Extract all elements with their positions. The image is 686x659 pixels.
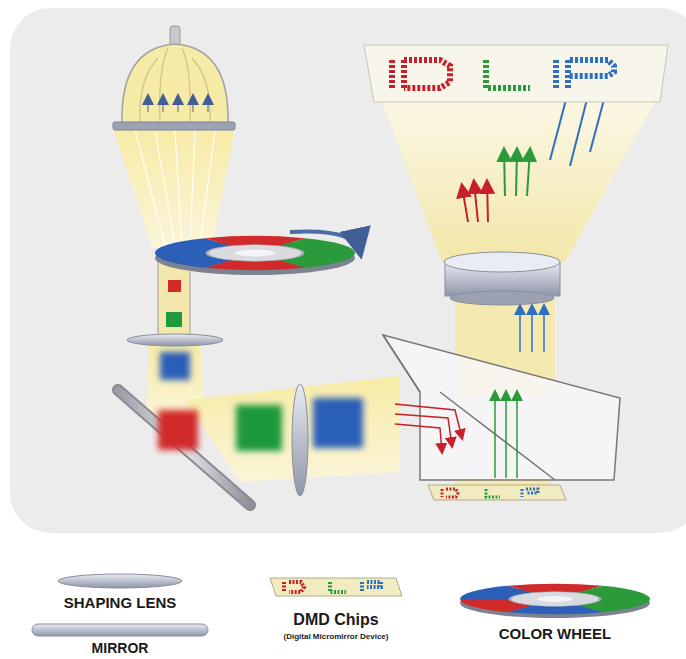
- legend-label: MIRROR: [92, 640, 149, 656]
- legend-label: SHAPING LENS: [64, 594, 177, 611]
- legend-label: DMD Chips: [293, 611, 378, 629]
- subtitle-label: (Digital Micromirror Device): [284, 632, 389, 641]
- legend-label: COLOR WHEEL: [499, 625, 612, 642]
